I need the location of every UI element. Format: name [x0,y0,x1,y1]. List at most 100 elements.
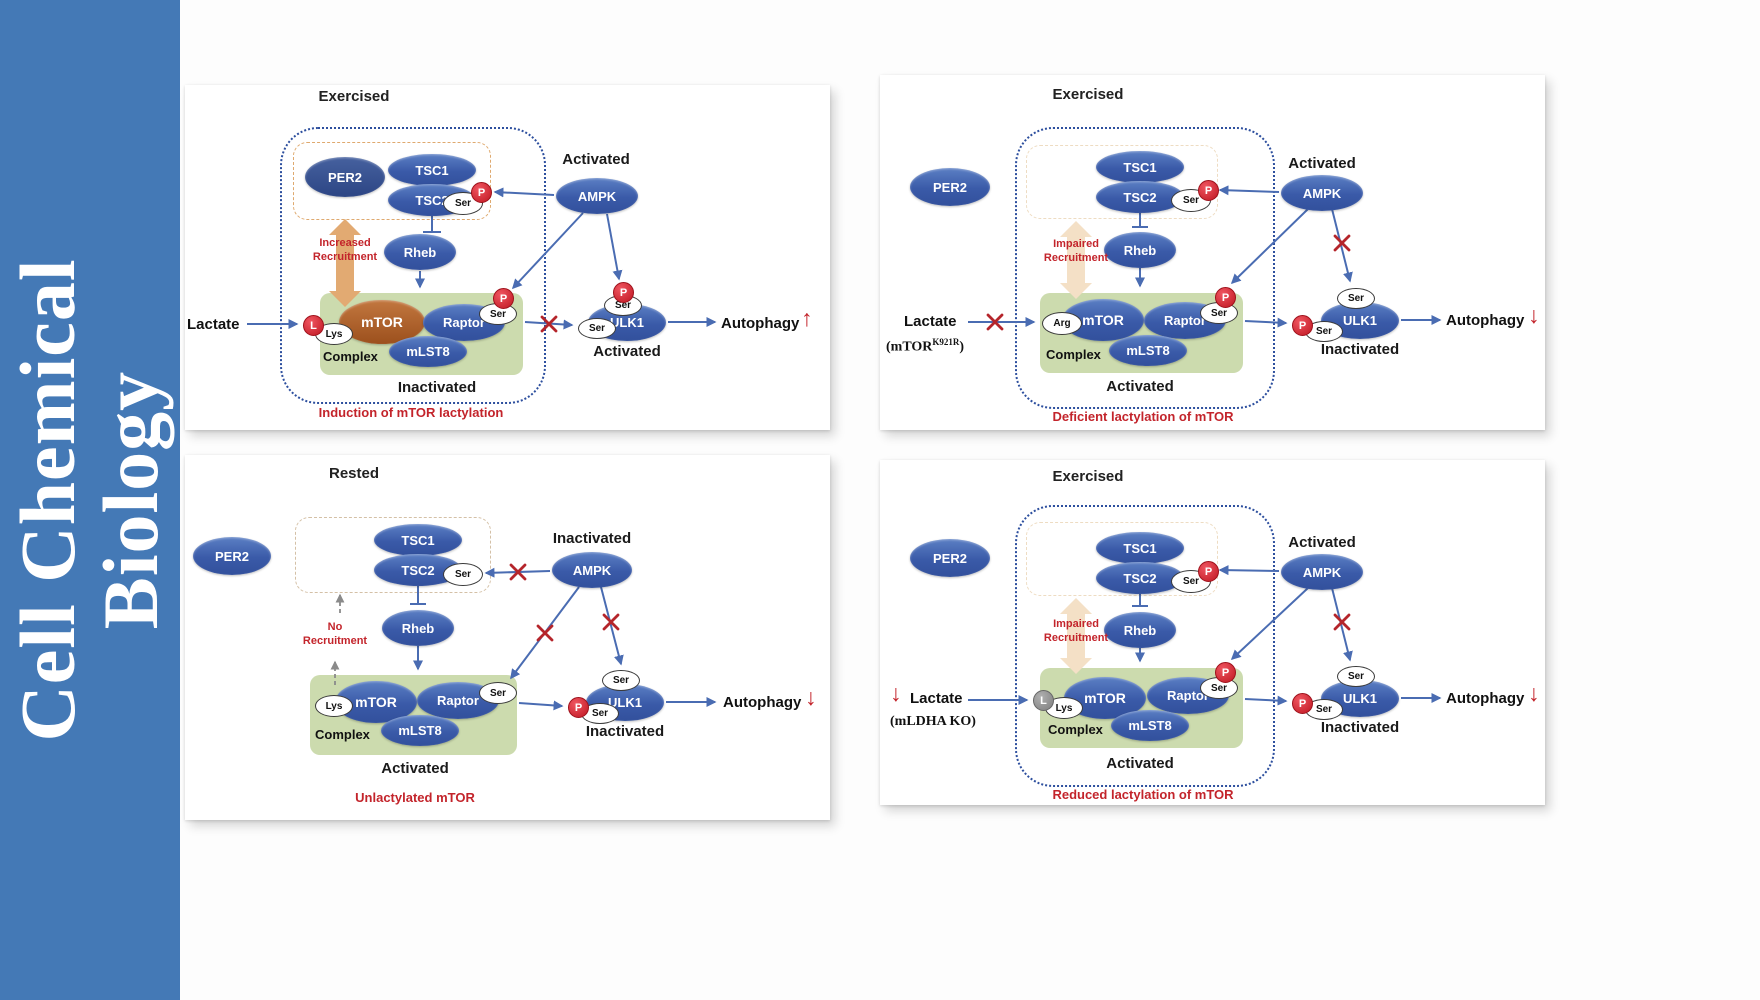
recruitment-thick-arrow-faded [1060,221,1092,299]
lactyl-badge: L [303,315,324,336]
tsc1-node: TSC1 [374,524,462,556]
arrow-ampk-to-tsc2 [1218,565,1280,576]
lactate-direction-arrow: ↓ [890,680,902,706]
panel-caption: Induction of mTOR lactylation [318,405,504,420]
blocked-x-icon [1333,234,1351,252]
autophagy-direction-arrow: ↓ [1528,680,1540,706]
mlst8-node: mLST8 [389,336,467,367]
lactyl-badge: L [1033,690,1054,711]
mlst8-node: mLST8 [381,715,459,746]
recruitment-word2: Recruitment [1043,251,1109,264]
lactate-sub-base: (mTOR [886,339,933,355]
autophagy-direction-arrow: ↓ [805,684,817,710]
raptor-phospho-badge: P [493,288,514,309]
ampk-state-label: Inactivated [552,530,632,547]
lys-residue-badge: Lys [1045,697,1083,719]
rheb-node: Rheb [384,234,456,270]
recruitment-word1: Impaired [1053,618,1099,630]
per2-recruitment-box [1026,522,1218,596]
arrow-ampk-to-ulk1 [600,586,624,666]
panel-caption: Unlactylated mTOR [355,790,475,805]
recruitment-thick-arrow [329,219,361,307]
ulk1-ser-top-badge: Ser [1337,288,1375,309]
ulk1-ser-left-badge: Ser [578,318,616,339]
arrow-ampk-to-raptor [1230,587,1309,661]
ulk1-state-label: Inactivated [1320,719,1400,736]
per2-node: PER2 [193,537,271,575]
blocked-x-icon [986,313,1004,331]
ulk1-phospho-badge: P [1292,693,1313,714]
lactate-label: Lactate [187,316,240,333]
ampk-state-label: Activated [1288,534,1356,551]
autophagy-direction-arrow: ↓ [1528,302,1540,328]
blocked-x-icon [540,315,558,333]
ulk1-phospho-badge: P [613,282,634,303]
tsc2-node: TSC2 [1096,181,1184,213]
arrow-layer [968,565,1442,706]
recruitment-word2: Recruitment [1043,631,1109,644]
tsc2-ser-badge: Ser [443,563,483,586]
per2-recruitment-box [1026,145,1218,219]
autophagy-label: Autophagy [1446,690,1525,707]
autophagy-label: Autophagy [723,694,802,711]
mlst8-node: mLST8 [1109,335,1187,366]
tsc2-node: TSC2 [1096,562,1184,594]
journal-title: Cell Chemical Biology [0,0,180,1000]
per2-recruitment-box [293,142,491,220]
autophagy-label: Autophagy [1446,312,1525,329]
blocked-x-icon [536,624,554,642]
complex-state-label: Inactivated [397,379,477,396]
arrow-ampk-to-tsc2 [1218,185,1280,196]
blocked-x-icon [602,613,620,631]
arrow-ampk-to-raptor [511,212,584,290]
panel-title: Exercised [1052,86,1124,103]
rheb-node: Rheb [1104,232,1176,268]
per2-node: PER2 [910,168,990,206]
ulk1-state-label: Inactivated [1320,341,1400,358]
panel-caption: Reduced lactylation of mTOR [1052,787,1234,802]
ulk1-phospho-badge: P [568,697,589,718]
complex-state-label: Activated [381,760,449,777]
ulk1-ser-top-badge: Ser [1337,666,1375,687]
arrow-ampk-to-tsc2 [493,187,555,198]
arg-residue-badge: Arg [1042,312,1082,335]
lactate-sub-label: (mTORK921R) [886,337,1016,356]
arrow-layer [330,563,717,711]
raptor-phospho-badge: P [1215,287,1236,308]
raptor-ser-badge: Ser [479,303,517,325]
panel-caption: Deficient lactylation of mTOR [1052,409,1234,424]
tsc2-phospho-badge: P [1198,180,1219,201]
tsc1-node: TSC1 [388,154,476,186]
ampk-node: AMPK [552,552,632,588]
arrow-layer [247,187,717,333]
panel-induction-of-lactylation: Exercised PER2 TSC1 TSC2 Ser P Activated… [185,85,830,430]
rheb-node: Rheb [1104,612,1176,648]
ulk1-ser-left-badge: Ser [581,703,619,724]
tsc2-phospho-badge: P [471,182,492,203]
lactate-sub-label: (mLDHA KO) [890,714,976,729]
panel-deficient-lactylation: Exercised PER2 TSC1 TSC2 Ser P Activated… [880,75,1545,430]
ulk1-ser-left-badge: Ser [1305,699,1343,720]
blocked-x-icon [509,563,527,581]
ampk-state-label: Activated [562,151,630,168]
ampk-state-label: Activated [1288,155,1356,172]
journal-banner: Cell Chemical Biology [0,0,180,1000]
panel-title: Exercised [1052,468,1124,485]
lys-residue-badge: Lys [315,695,353,717]
arrow-complex-to-ulk1 [1244,695,1288,706]
complex-label: Complex [323,349,378,364]
ulk1-phospho-badge: P [1292,315,1313,336]
recruitment-thick-arrow-faded [1060,598,1092,674]
lactate-label: Lactate [904,313,957,330]
exercise-dotted-box [1015,127,1275,409]
raptor-phospho-badge: P [1215,662,1236,683]
per2-node: PER2 [910,539,990,577]
panel-reduced-lactylation: Exercised PER2 TSC1 TSC2 Ser P Activated… [880,460,1545,805]
complex-label: Complex [315,727,370,742]
mlst8-node: mLST8 [1111,710,1189,741]
arrow-complex-to-ulk1 [518,700,564,711]
